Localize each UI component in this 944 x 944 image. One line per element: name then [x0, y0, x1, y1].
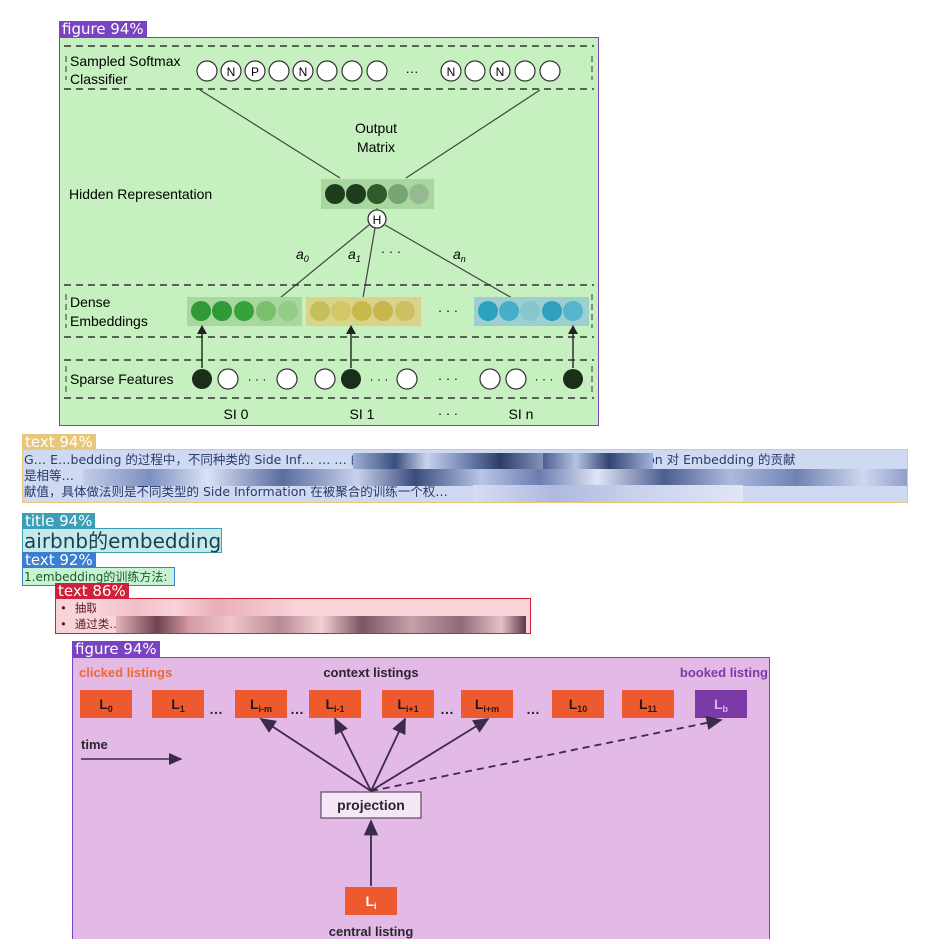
listing-node-label: L10: [569, 696, 588, 714]
si-dots: · · ·: [438, 406, 458, 421]
softmax-node: [341, 60, 363, 82]
listing-node: [695, 690, 747, 718]
h-node: H: [373, 213, 382, 227]
central-listing-node: [345, 887, 397, 915]
text-detection-label-2: text 92%: [22, 552, 96, 568]
pixelation-block: [83, 469, 907, 486]
softmax-node-label: N: [299, 65, 308, 79]
text-detection-label-3: text 86%: [55, 583, 129, 599]
title-detection-label: title 94%: [22, 513, 96, 529]
listing-node-label: Li+m: [475, 696, 499, 714]
listing-node: [552, 690, 604, 718]
a0-label: a0: [296, 246, 309, 264]
sampled-softmax-label: Sampled Softmax: [70, 53, 181, 69]
svg-text:· · ·: · · ·: [535, 372, 554, 386]
listing-node: [309, 690, 361, 718]
output-matrix-label-2: Matrix: [357, 139, 395, 155]
projection-label: projection: [337, 797, 405, 813]
listing-node: [80, 690, 132, 718]
listing-node: [622, 690, 674, 718]
listing-ellipsis: …: [440, 701, 454, 717]
bullet-list-block: 抽取… … …列 通过类…: [55, 598, 531, 634]
time-label: time: [81, 737, 108, 752]
listing-node-label: L0: [99, 696, 113, 714]
listing-ellipsis: …: [290, 701, 304, 717]
listing-nodes: L0 L1 Li-m Li-1 Li+1 Li+m L10 L11 Lb … … … …: [80, 690, 747, 718]
softmax-node: [220, 60, 242, 82]
softmax-node-label: N: [447, 65, 456, 79]
pixelation-block: [96, 599, 296, 616]
listing-node-label: Lb: [714, 696, 729, 714]
pixelation-block: [473, 485, 743, 502]
softmax-node: [316, 60, 338, 82]
listing-ellipsis: …: [209, 701, 223, 717]
softmax-node-label: N: [496, 65, 505, 79]
svg-text:· · ·: · · ·: [248, 372, 267, 386]
figure-detection-label-2: figure 94%: [72, 641, 160, 657]
context-listings-label: context listings: [323, 665, 418, 680]
listing-node: [235, 690, 287, 718]
eges-figure: Sampled Softmax Classifier N P N ··· N N Outp…: [59, 37, 599, 426]
sparse-dots: · · ·: [438, 371, 458, 386]
listing-ellipsis: …: [526, 701, 540, 717]
airbnb-skipgram-figure: clicked listings context listings booked…: [72, 657, 770, 939]
clicked-listings-label: clicked listings: [79, 665, 172, 680]
listing-node-label: Li-m: [250, 696, 272, 714]
eges-paragraph: G… E…bedding 的过程中，不同种类的 Side Inf… … … 的聚…: [22, 449, 908, 503]
softmax-node: [489, 60, 511, 82]
listing-node: [461, 690, 513, 718]
softmax-node: [366, 60, 388, 82]
softmax-ellipsis: ···: [406, 64, 419, 79]
svg-text:· · ·: · · ·: [370, 372, 389, 386]
listing-node-label: L1: [171, 696, 185, 714]
dense-dots: · · ·: [438, 303, 458, 318]
dense-embeddings-label: Dense: [70, 294, 111, 310]
paragraph-line-3: 献值，具体做法则是不同类型的 Side Information 在被聚合的训练一…: [24, 484, 448, 499]
an-label: an: [453, 246, 466, 264]
hidden-representation-label: Hidden Representation: [69, 186, 212, 202]
attention-dots: · · ·: [381, 244, 401, 259]
si1-label: SI 1: [350, 406, 375, 422]
pixelation-block: [543, 453, 653, 470]
text-detection-label: text 94%: [22, 434, 96, 450]
section-title: airbnb的embedding: [22, 528, 222, 553]
bullet-item-2: 通过类…: [60, 616, 530, 632]
softmax-node: [244, 60, 266, 82]
softmax-node-label: N: [227, 65, 236, 79]
listing-node-label: Li+1: [397, 696, 418, 714]
softmax-node: [440, 60, 462, 82]
pixelation-block: [116, 616, 526, 633]
listing-node: [152, 690, 204, 718]
output-matrix-label: Output: [355, 120, 397, 136]
booked-listing-label: booked listing: [680, 665, 768, 680]
softmax-nodes: N P N ··· N N: [196, 60, 561, 82]
pixelation-block: [353, 453, 563, 470]
listing-node-label: L11: [639, 696, 657, 714]
sampled-softmax-label-2: Classifier: [70, 71, 128, 87]
central-listing-label: central listing: [329, 924, 414, 939]
dense-embeddings-label-2: Embeddings: [70, 313, 148, 329]
svg-text:Li: Li: [365, 893, 376, 911]
sparse-features-label: Sparse Features: [70, 371, 174, 387]
softmax-node: [292, 60, 314, 82]
listing-node-label: Li-1: [325, 696, 344, 714]
skipgram-diagram: clicked listings context listings booked…: [79, 665, 768, 939]
eges-diagram: Sampled Softmax Classifier N P N ··· N N Outp…: [64, 45, 594, 422]
softmax-node: [514, 60, 536, 82]
a1-label: a1: [348, 246, 361, 264]
sin-label: SI n: [509, 406, 534, 422]
softmax-node: [539, 60, 561, 82]
listing-node: [382, 690, 434, 718]
softmax-node: [464, 60, 486, 82]
figure-detection-label: figure 94%: [59, 21, 147, 37]
paragraph-line-2: 是相等…: [24, 468, 75, 483]
softmax-node: [268, 60, 290, 82]
si0-label: SI 0: [224, 406, 249, 422]
softmax-node-label: P: [251, 65, 259, 79]
softmax-node: [196, 60, 218, 82]
